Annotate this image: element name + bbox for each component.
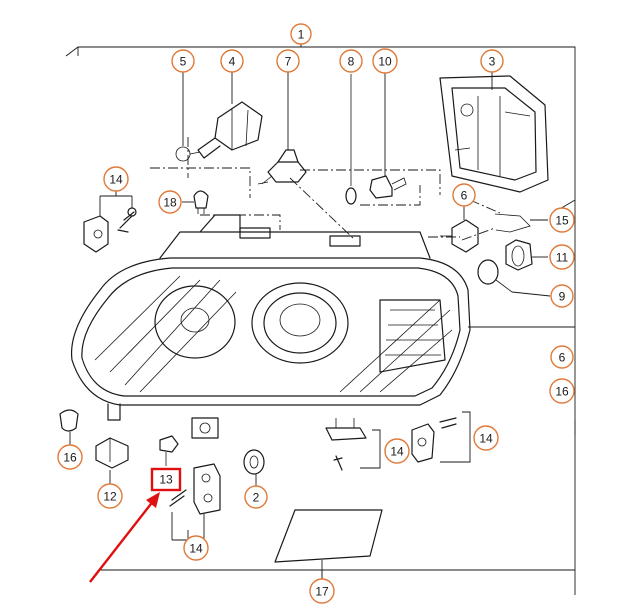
callout-label: 3 [489,55,496,69]
callout-13-highlighted: 13 [150,467,182,492]
callout-c7: 7 [276,49,300,73]
part-14-bracket-lower [169,463,221,515]
callout-label: 14 [390,445,404,459]
callout-c4: 4 [220,49,244,73]
callout-c14d: 14 [473,425,499,451]
callout-label: 1 [298,28,305,42]
callout-label: 9 [559,290,566,304]
callout-label: 5 [180,55,187,69]
callout-c12: 12 [97,483,123,509]
callout-leaders [99,72,493,580]
callout-c2: 2 [244,485,268,509]
callout-c8: 8 [339,49,363,73]
callout-ring [549,207,575,233]
callout-ring [183,535,209,561]
callout-ring [97,483,123,509]
callout-ring [158,190,182,214]
callout-c3: 3 [480,49,504,73]
highlight-arrow [89,492,160,583]
headlight-housing [70,214,471,439]
callout-c6b: 6 [550,345,574,369]
part-7-bulb [257,149,307,185]
callout-label: 18 [163,196,177,210]
callout-ring [549,378,575,404]
callout-label: 2 [253,491,260,505]
callout-c14c: 14 [384,438,410,464]
callout-label: 14 [109,173,123,187]
part-9-bulb [477,259,551,297]
callout-label: 6 [461,189,468,203]
part-14-bracket-lower-right-a [325,418,381,471]
callout-ring [384,438,410,464]
callout-ring [276,49,300,73]
callout-ring [339,49,363,73]
callout-label: 15 [555,214,569,228]
part-18-cap [193,190,209,214]
callout-ring [171,49,195,73]
part-12-bracket [95,437,129,484]
callout-label: 16 [63,451,77,465]
callout-label: 8 [348,55,355,69]
part-14-bracket-lower-right-b [411,411,471,463]
callout-c14a: 14 [103,166,129,192]
callout-ring [473,425,499,451]
callout-ring [452,183,476,207]
callout-c6a: 6 [452,183,476,207]
callout-c16a: 16 [57,444,83,470]
callout-ring [550,345,574,369]
callout-label: 16 [555,385,569,399]
callout-label: 11 [556,251,569,265]
callout-ring [549,244,575,270]
callout-label: 14 [479,432,493,446]
part-14-bracket-top-left [83,207,137,253]
callout-c15: 15 [549,207,575,233]
part-10-bulb-holder [369,175,407,199]
part-13-screw [159,435,179,466]
callout-ring [244,485,268,509]
part-8-small-bulb [345,74,357,205]
callout-ring [103,166,129,192]
callout-c18: 18 [158,190,182,214]
callout-label: 10 [378,55,392,69]
part-3-rear-cover [439,75,549,193]
callout-ring [480,49,504,73]
callout-label: 6 [559,351,566,365]
part-4-leveling-motor [175,101,263,162]
callout-label: 12 [103,490,117,504]
callout-c5: 5 [171,49,195,73]
assembly-frame-lines [65,38,576,595]
callout-c10: 10 [372,48,398,74]
part-16-cap-lower [59,409,79,446]
callout-c9: 9 [550,284,574,308]
part-15-retaining-spring [494,213,548,233]
callout-c14b: 14 [183,535,209,561]
part-2-grommet [243,449,265,486]
callout-c16b: 16 [549,378,575,404]
callout-label: 7 [285,55,292,69]
part-11-bulb-socket [505,239,548,271]
callout-13-label: 13 [159,473,173,487]
part-17-lens-sheet [274,509,383,563]
callout-c1: 1 [290,23,312,45]
callout-ring [372,48,398,74]
callout-ring [220,49,244,73]
callout-ring [309,578,335,604]
callout-c11: 11 [549,244,575,270]
callout-c17: 17 [309,578,335,604]
callout-label: 14 [189,542,203,556]
part-6-bulb-upper [440,219,479,253]
callout-label: 4 [229,55,236,69]
callout-ring [57,444,83,470]
callout-ring [290,23,312,45]
callout-ring [550,284,574,308]
callout-label: 17 [315,585,329,599]
assembly-dash-lines [150,137,501,241]
